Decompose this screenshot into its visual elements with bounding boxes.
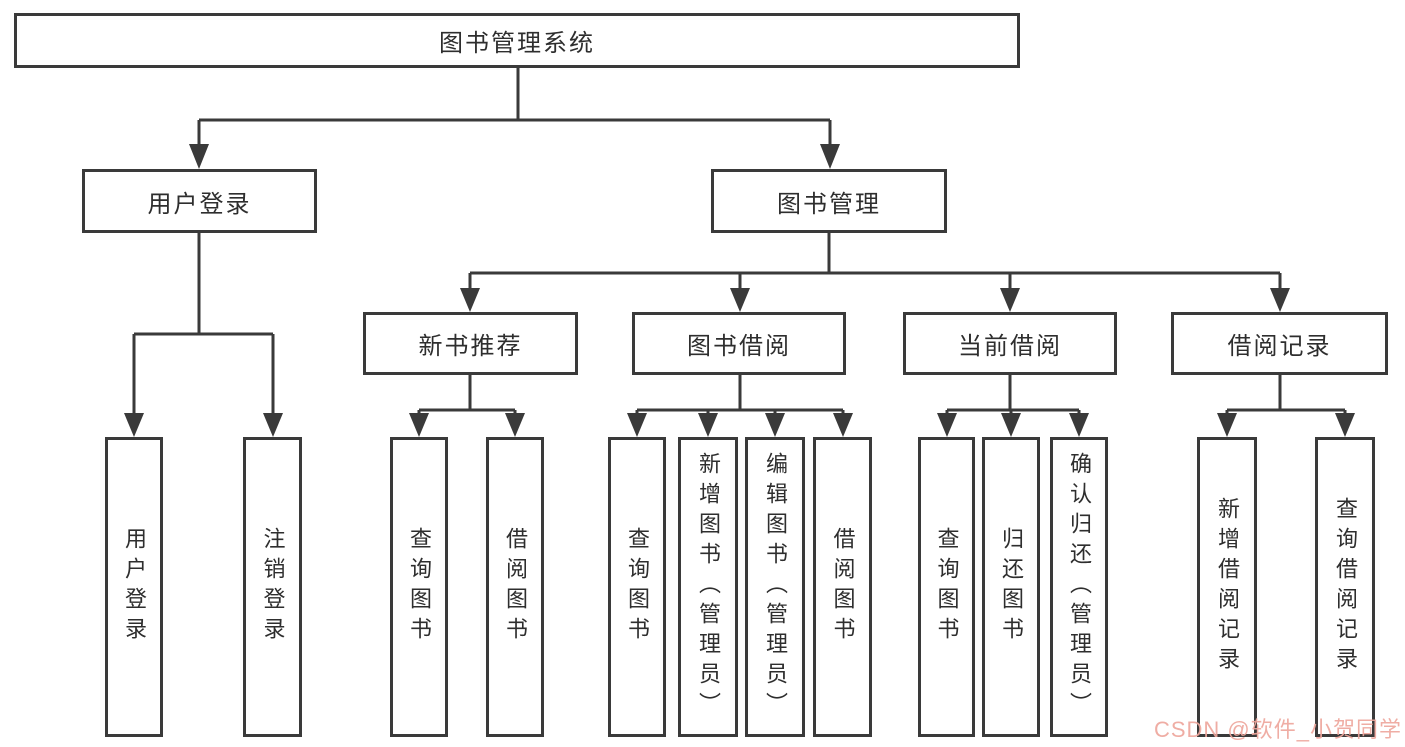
node-book-management-label: 图书管理 [777, 190, 881, 218]
node-leaf-cb-confirm-return-label: 确认归还（管理员） [1067, 452, 1092, 722]
node-leaf-bb-add-books-label: 新增图书（管理员） [696, 452, 721, 722]
node-user-login: 用户登录 [82, 169, 317, 233]
node-leaf-bb-add-books: 新增图书（管理员） [678, 437, 738, 737]
node-book-management: 图书管理 [711, 169, 947, 233]
node-leaf-bb-query-books: 查询图书 [608, 437, 666, 737]
node-leaf-br-query-record: 查询借阅记录 [1315, 437, 1375, 737]
node-leaf-rec-borrow-books: 借阅图书 [486, 437, 544, 737]
node-leaf-logout-label: 注销登录 [260, 527, 286, 647]
node-leaf-logout: 注销登录 [243, 437, 302, 737]
node-leaf-br-query-record-label: 查询借阅记录 [1333, 497, 1358, 677]
node-book-borrowing: 图书借阅 [632, 312, 846, 375]
node-current-borrowing: 当前借阅 [903, 312, 1117, 375]
node-new-book-recommend-label: 新书推荐 [418, 333, 523, 360]
node-leaf-rec-query-books-label: 查询图书 [407, 527, 432, 647]
node-book-borrowing-label: 图书借阅 [687, 333, 791, 360]
node-leaf-bb-borrow-books-label: 借阅图书 [830, 527, 856, 647]
node-leaf-cb-return-books: 归还图书 [982, 437, 1040, 737]
node-leaf-cb-return-books-label: 归还图书 [999, 527, 1024, 647]
node-leaf-user-login-label: 用户登录 [122, 527, 147, 647]
node-user-login-label: 用户登录 [147, 190, 252, 218]
node-leaf-cb-query-books: 查询图书 [918, 437, 975, 737]
node-new-book-recommend: 新书推荐 [363, 312, 578, 375]
node-leaf-bb-edit-books-label: 编辑图书（管理员） [763, 452, 788, 722]
node-current-borrowing-label: 当前借阅 [958, 333, 1062, 360]
node-leaf-br-add-record: 新增借阅记录 [1197, 437, 1257, 737]
node-leaf-cb-confirm-return: 确认归还（管理员） [1050, 437, 1108, 737]
node-borrowing-records-label: 借阅记录 [1227, 333, 1332, 360]
node-leaf-bb-edit-books: 编辑图书（管理员） [745, 437, 805, 737]
node-root: 图书管理系统 [14, 13, 1020, 68]
node-leaf-bb-borrow-books: 借阅图书 [813, 437, 872, 737]
node-leaf-rec-query-books: 查询图书 [390, 437, 448, 737]
node-leaf-br-add-record-label: 新增借阅记录 [1215, 497, 1240, 677]
node-leaf-rec-borrow-books-label: 借阅图书 [503, 527, 528, 647]
node-leaf-cb-query-books-label: 查询图书 [934, 527, 960, 647]
node-root-label: 图书管理系统 [439, 30, 595, 57]
node-leaf-user-login: 用户登录 [105, 437, 163, 737]
arrowheads [124, 144, 1355, 437]
node-leaf-bb-query-books-label: 查询图书 [625, 527, 650, 647]
node-borrowing-records: 借阅记录 [1171, 312, 1388, 375]
csdn-watermark: CSDN @软件_小贺同学 [1153, 717, 1402, 742]
